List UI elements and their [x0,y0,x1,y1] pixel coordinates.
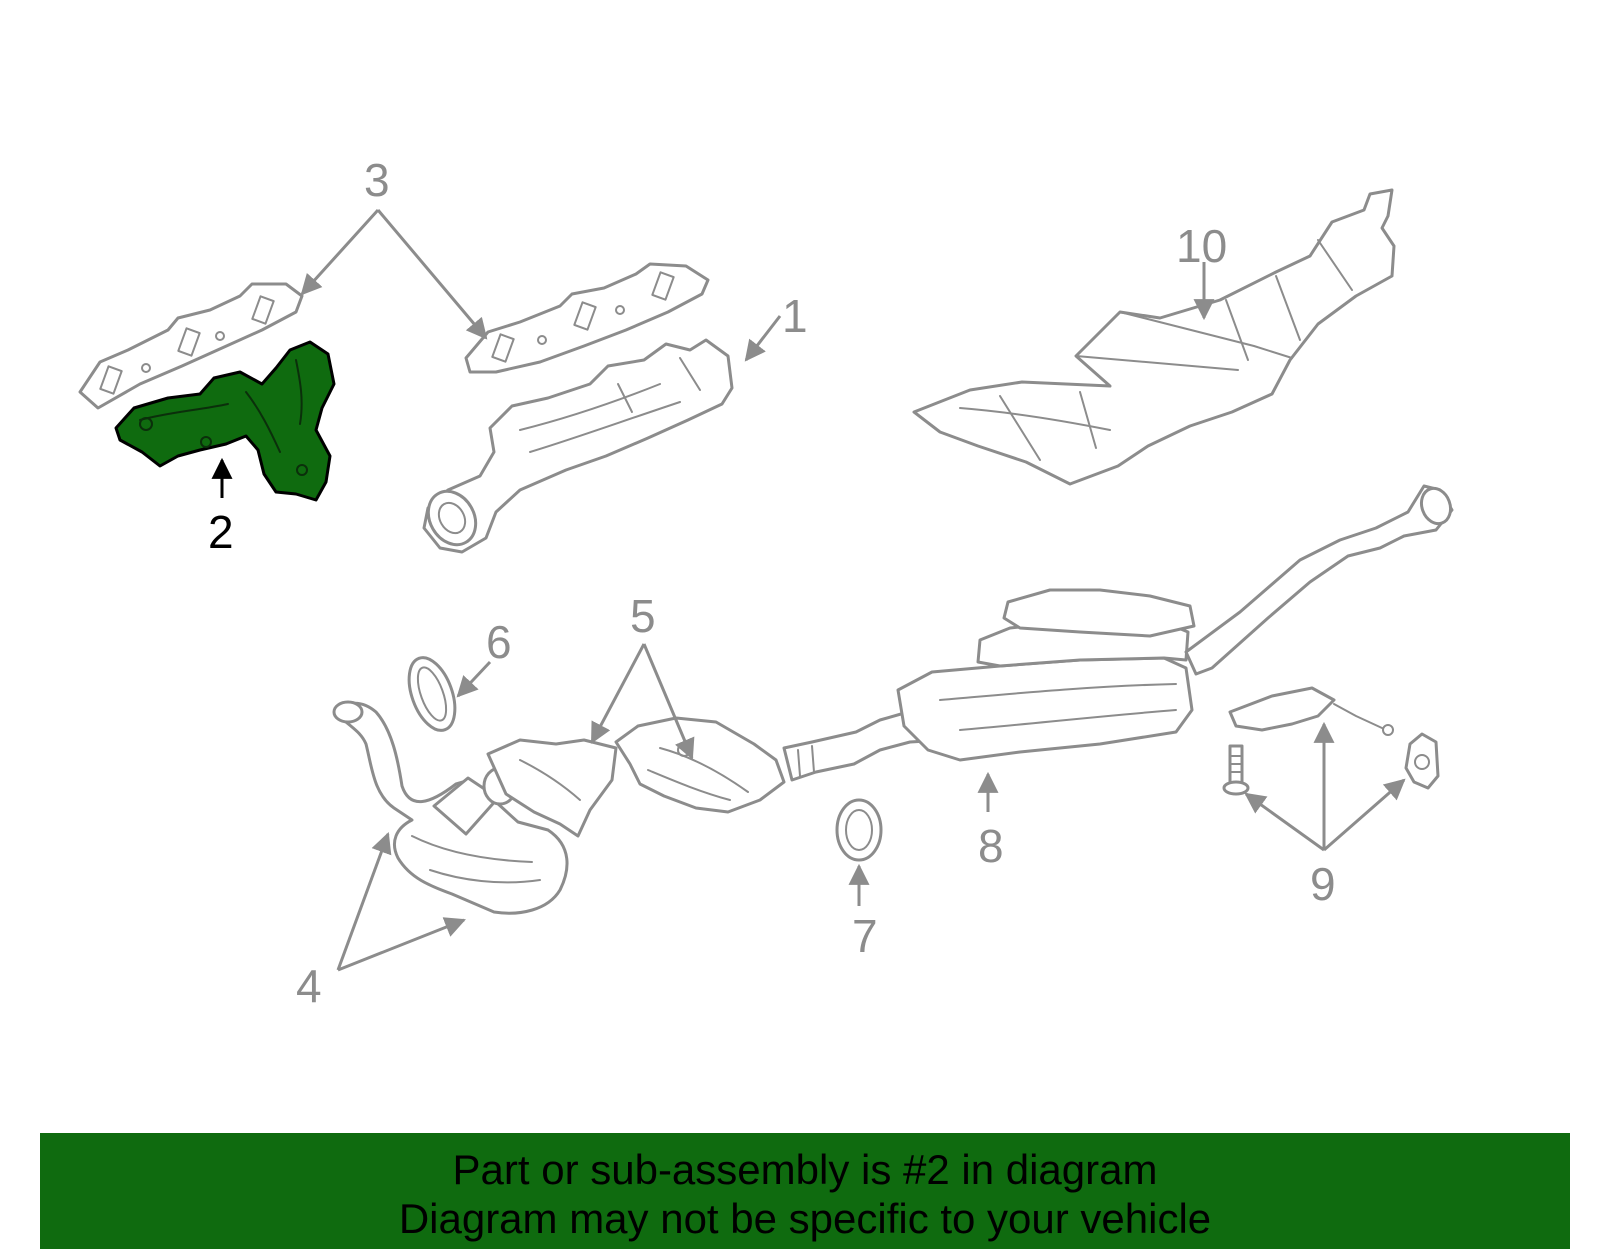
banner-part-note: Part or sub-assembly is #2 in diagram [452,1146,1158,1193]
callout-8[interactable]: 8 [978,820,1004,872]
part-6-gasket[interactable] [400,651,464,736]
callout-3[interactable]: 3 [364,154,390,206]
callout-4[interactable]: 4 [296,960,322,1012]
part-9-bolt[interactable] [1222,744,1250,796]
callout-2[interactable]: 2 [208,506,234,558]
banner-disclaimer: Diagram may not be specific to your vehi… [398,1195,1212,1242]
leader-lines [211,208,1406,972]
callout-1[interactable]: 1 [782,290,808,342]
callout-5[interactable]: 5 [630,590,656,642]
part-3-manifold-gasket-left[interactable] [78,282,304,410]
info-banner: Part or sub-assembly is #2 in diagram Di… [40,1133,1570,1249]
callout-7[interactable]: 7 [852,910,878,962]
part-2-exhaust-manifold[interactable] [114,340,336,502]
callout-6[interactable]: 6 [486,616,512,668]
callout-10[interactable]: 10 [1176,220,1227,272]
callout-9[interactable]: 9 [1310,858,1336,910]
callout-labels: 1 2 3 4 5 6 7 8 9 10 [208,154,1336,1012]
part-4-y-pipe[interactable] [332,700,569,915]
part-5-converter-left[interactable] [486,738,618,838]
part-1-exhaust-manifold[interactable] [419,338,734,554]
part-9-isolator[interactable] [1404,732,1440,790]
part-7-gasket[interactable] [835,798,883,862]
part-9-hanger-bracket[interactable] [1228,686,1394,736]
part-8-muffler[interactable] [896,484,1455,762]
part-3-manifold-gasket-right[interactable] [464,262,710,374]
part-10-heat-shield[interactable] [912,188,1396,486]
part-5-converter-right[interactable] [614,716,786,814]
